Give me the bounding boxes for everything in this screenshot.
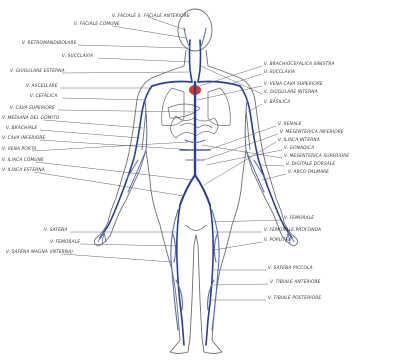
label-right: V. BRACHIOCEFALICA SINISTRA <box>264 61 335 67</box>
label-left: V. ILIACA COMUNE <box>2 157 44 163</box>
label-right: V. GIUGULARE INTERNA <box>264 89 318 95</box>
label-right: V. GONADICA <box>284 145 314 151</box>
label-left: V. VENA PORTA <box>2 146 36 152</box>
body-outline <box>94 9 297 354</box>
lungs <box>162 88 184 126</box>
vein-jugular-left <box>198 40 201 82</box>
vein-iliac-left <box>195 175 210 205</box>
vein-facial <box>184 28 206 48</box>
label-right: V. FEMORALE <box>284 215 314 221</box>
labels-right: V. BRACHIOCEFALICA SINISTRA V. SUCCLAVIA… <box>264 61 349 301</box>
label-left: V. FEMORALE <box>50 239 80 245</box>
label-left: V. SAFENA MAGNA (INTERNA) <box>6 249 73 255</box>
label-right: V. ILIACA INTERNA <box>278 137 320 143</box>
vein-femoral-left <box>206 205 213 345</box>
label-right: V. TIBIALE ANTERIORE <box>270 279 321 285</box>
label-right: V. VENA CAVA SUPERIORE <box>264 81 323 87</box>
vein-arm-right <box>100 86 152 238</box>
label-right: V. FEMORALE PROFONDA <box>264 227 321 233</box>
vein-femoral-right <box>177 205 184 345</box>
label-left: V. ASCELLARE <box>26 83 58 89</box>
label-left: V. FACIALE COMUNE <box>74 21 120 27</box>
inner-leg-line <box>186 225 206 231</box>
label-right: V. TIBIALE POSTERIORE <box>268 295 321 301</box>
label-left: V. RETROMANDIBOLARE <box>22 40 77 46</box>
label-left: V. CEFALICA <box>30 93 57 99</box>
leader-lines-left <box>32 17 194 262</box>
label-right: V. SUCCLAVIA <box>264 69 295 75</box>
label-left: V. SUCCLAVIA <box>62 53 93 59</box>
label-left: V. BRACHIALE <box>6 125 38 131</box>
labels-left: V. FACIALE S. FACIALE ANTERIORE V. FACIA… <box>2 13 190 255</box>
vein-subclavian-left <box>198 82 240 87</box>
label-left: V. MEDIANA DEL GOMITO <box>2 115 60 121</box>
label-left: V. FACIALE S. FACIALE ANTERIORE <box>112 13 190 19</box>
vein-jugular-right <box>190 40 193 82</box>
label-right: V. DIGITALE DORSALE <box>286 161 335 167</box>
label-left: V. ILIACA ESTERNA <box>2 167 45 173</box>
label-right: V. POPLITEA <box>264 237 291 243</box>
label-left: V. CAVA INFERIORE <box>2 135 46 141</box>
label-right: V. BASILICA <box>264 99 290 105</box>
label-left: V. GIUGULARE ESTERNA <box>10 68 65 74</box>
label-left: V. SAFENA <box>44 227 68 233</box>
label-right: V. RENALE <box>278 121 302 127</box>
veins <box>98 28 294 345</box>
label-right: V. MESENTERICA SUPERIORE <box>284 153 349 159</box>
label-right: V. MESENTERICA INFERIORE <box>280 129 344 135</box>
right-arm-inner <box>142 110 146 150</box>
vein-subclavian-right <box>152 82 192 87</box>
label-right: V. SAFENA PICCOLA <box>268 265 313 271</box>
label-right: V. ARCO PALMARE <box>288 169 329 175</box>
label-left: V. CAVA SUPERIORE <box>10 105 55 111</box>
